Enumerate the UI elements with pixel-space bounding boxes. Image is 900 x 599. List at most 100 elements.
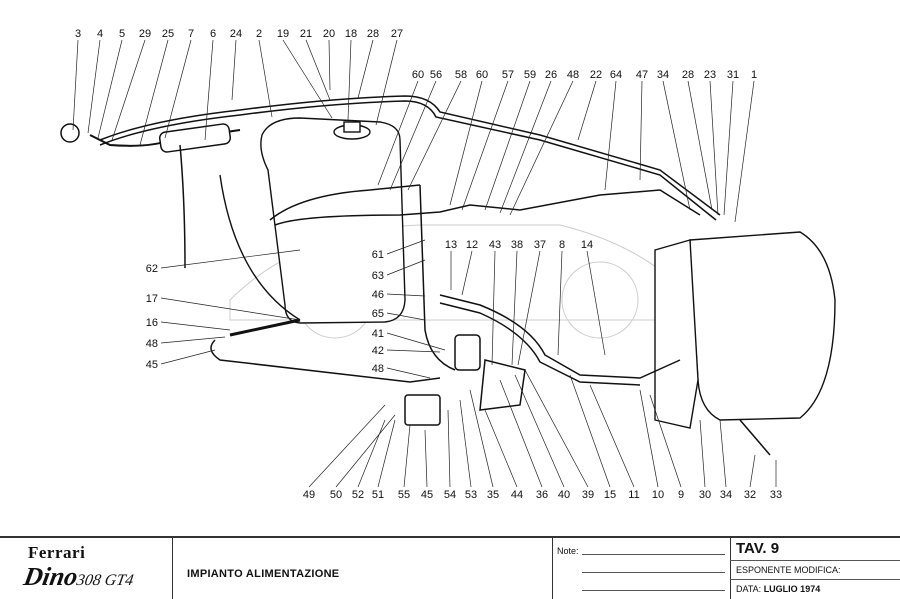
callout-label: 56 [430,69,442,81]
callout-label: 59 [524,69,536,81]
leader-line [386,332,446,351]
leader-line [407,80,462,191]
callout-label: 28 [367,28,379,40]
leader-line [723,80,734,216]
leader-line [386,367,431,379]
leader-line [499,379,543,488]
leader-lines [72,39,777,488]
leader-line [586,250,606,356]
leader-line [604,80,617,191]
callout-label: 36 [536,489,548,501]
date-label: DATA: [736,584,762,594]
leader-line [734,80,755,223]
callout-label: 13 [445,239,457,251]
leader-line [347,39,352,121]
leader-line [377,80,419,186]
leader-line [709,80,719,216]
callout-label: 44 [511,489,523,501]
modification-label: ESPONENTE MODIFICA: [736,565,841,575]
callout-label: 14 [581,239,593,251]
leader-line [484,409,518,488]
leader-line [491,250,496,366]
leader-line [386,239,426,255]
callout-label: 25 [162,28,174,40]
leader-line [375,39,398,126]
fuel-pipes [60,95,771,456]
leader-line [308,404,386,488]
right-fuel-tank [654,231,836,429]
leader-line [589,384,635,488]
logo-cell: Ferrari Dino308 GT4 [0,538,173,599]
notes-label: Note: [557,546,579,556]
leader-line [484,80,531,211]
callout-label: 16 [146,317,158,329]
leader-line [449,80,483,206]
notes-line [582,554,725,555]
leader-line [377,419,396,488]
leader-line [139,39,169,146]
leader-line [459,399,472,488]
callout-label: 12 [466,239,478,251]
callout-label: 42 [372,345,384,357]
leader-line [160,336,226,344]
leader-line [111,39,146,141]
callout-label: 35 [487,489,499,501]
callout-label: 22 [590,69,602,81]
leader-line [97,39,123,139]
callout-label: 49 [303,489,315,501]
callout-label: 45 [146,359,158,371]
leader-line [386,349,441,353]
date-row: DATA: LUGLIO 1974 [730,579,900,598]
callout-label: 19 [277,28,289,40]
callout-label: 33 [770,489,782,501]
callout-label: 50 [330,489,342,501]
callout-label: 54 [444,489,456,501]
callout-label: 40 [558,489,570,501]
callout-label: 39 [582,489,594,501]
leader-line [386,293,426,297]
callout-label: 10 [652,489,664,501]
leader-line [649,394,682,488]
leader-line [204,39,214,141]
callout-label: 29 [139,28,151,40]
callout-label: 60 [412,69,424,81]
callout-label: 6 [210,28,216,40]
dino-script: Dino [21,562,81,591]
callout-label: 32 [744,489,756,501]
callout-label: 4 [97,28,103,40]
callout-label: 5 [119,28,125,40]
notes-cell: Note: [552,538,731,599]
leader-line [72,39,79,131]
leader-line [517,250,541,366]
callout-label: 7 [188,28,194,40]
callout-label: 38 [511,239,523,251]
plate-number: TAV. 9 [736,540,780,557]
leader-line [749,454,756,488]
date-value: LUGLIO 1974 [763,584,821,594]
callout-label: 30 [699,489,711,501]
leader-line [160,349,216,365]
dino-logo: Dino308 GT4 [21,562,136,592]
callout-label: 2 [256,28,262,40]
leader-line [569,374,611,488]
drawing-title: IMPIANTO ALIMENTAZIONE [187,568,340,580]
callout-label: 61 [372,249,384,261]
title-block: Ferrari Dino308 GT4 IMPIANTO ALIMENTAZIO… [0,536,900,599]
leader-line [447,409,451,488]
model-suffix: 308 GT4 [75,572,135,589]
callout-label: 11 [628,489,639,501]
callout-label: 31 [727,69,739,81]
title-cell: IMPIANTO ALIMENTAZIONE [172,538,553,599]
callout-label: 3 [75,28,81,40]
leader-line [389,80,437,191]
callout-label: 53 [465,489,477,501]
callout-label: 65 [372,308,384,320]
info-cell: TAV. 9 ESPONENTE MODIFICA: DATA: LUGLIO … [730,538,900,599]
callout-label: 41 [372,328,384,340]
leader-line [509,80,574,216]
callout-label: 27 [391,28,403,40]
callout-label: 8 [559,239,565,251]
leader-line [687,80,713,211]
